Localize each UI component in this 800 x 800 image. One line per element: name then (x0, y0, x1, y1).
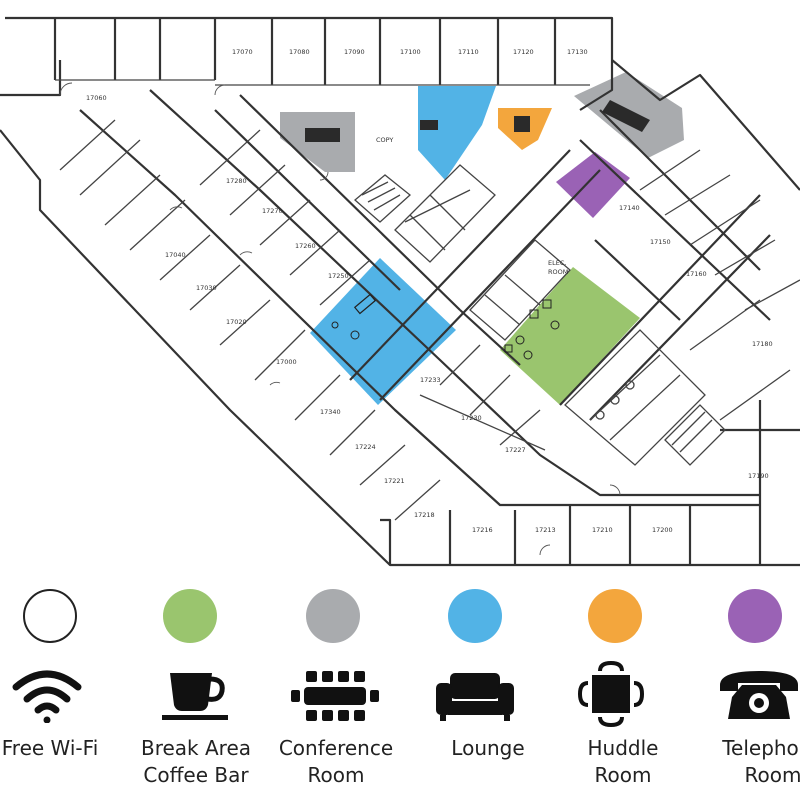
room-17213: 17213 (535, 526, 556, 534)
furniture (305, 100, 650, 360)
legend-label-telephone: Telephone Room (722, 736, 800, 787)
left-offices (59, 119, 441, 521)
floor-plan: 17070 17080 17090 17100 17110 17120 1713… (0, 16, 800, 567)
room-17020: 17020 (226, 318, 247, 326)
right-offices (639, 149, 800, 565)
elevator-core (354, 164, 571, 341)
room-17218: 17218 (414, 511, 435, 519)
room-17230: 17230 (461, 414, 482, 422)
room-17160: 17160 (686, 270, 707, 278)
legend-item-lounge[interactable]: Lounge (418, 585, 558, 800)
room-17233: 17233 (420, 376, 441, 384)
doors (59, 82, 621, 556)
wifi-icon (12, 670, 82, 723)
elec-room-label-2: ROOM (548, 268, 568, 276)
room-labels: 17070 17080 17090 17100 17110 17120 1713… (86, 48, 773, 534)
room-17190: 17190 (748, 472, 769, 480)
coffee-cup-icon (162, 673, 228, 720)
legend-label-lounge: Lounge (451, 736, 525, 760)
lounge-zone-top[interactable] (418, 86, 496, 180)
room-17000: 17000 (276, 358, 297, 366)
legend-item-huddle[interactable]: Huddle Room (560, 585, 700, 800)
room-17340: 17340 (320, 408, 341, 416)
room-17224: 17224 (355, 443, 376, 451)
bottom-offices (419, 344, 692, 565)
room-17140: 17140 (619, 204, 640, 212)
room-17110: 17110 (458, 48, 479, 56)
room-17260: 17260 (295, 242, 316, 250)
legend-item-wifi[interactable]: Free Wi-Fi (0, 585, 140, 800)
telephone-icon (720, 671, 798, 719)
wifi-swatch (23, 589, 77, 643)
legend-label-huddle: Huddle Room (587, 736, 659, 787)
room-17150: 17150 (650, 238, 671, 246)
break-area-swatch (163, 589, 217, 643)
lounge-zone[interactable] (310, 258, 456, 405)
room-17200: 17200 (652, 526, 673, 534)
sofa-icon (436, 673, 514, 721)
legend-item-telephone[interactable]: Telephone Room (700, 585, 800, 800)
conference-swatch (306, 589, 360, 643)
top-offices (53, 18, 590, 86)
room-17100: 17100 (400, 48, 421, 56)
room-17070: 17070 (232, 48, 253, 56)
room-17130: 17130 (567, 48, 588, 56)
telephone-swatch (728, 589, 782, 643)
huddle-swatch (588, 589, 642, 643)
room-17120: 17120 (513, 48, 534, 56)
huddle-table-icon (578, 661, 644, 727)
room-17040: 17040 (165, 251, 186, 259)
copy-label: COPY (376, 136, 393, 144)
room-17250: 17250 (328, 272, 349, 280)
legend-item-conference[interactable]: Conference Room (278, 585, 418, 800)
room-17216: 17216 (472, 526, 493, 534)
conference-table-icon (291, 671, 379, 721)
room-17227: 17227 (505, 446, 526, 454)
room-17280: 17280 (226, 177, 247, 185)
lounge-swatch (448, 589, 502, 643)
elec-room-label-1: ELEC. (548, 259, 566, 267)
room-17090: 17090 (344, 48, 365, 56)
room-17210: 17210 (592, 526, 613, 534)
legend: Free Wi-Fi Break Area Coffee Bar Confere… (0, 585, 800, 800)
room-17030: 17030 (196, 284, 217, 292)
legend-label-wifi: Free Wi-Fi (1, 736, 99, 760)
room-17080: 17080 (289, 48, 310, 56)
room-17221: 17221 (384, 477, 405, 485)
restrooms (564, 329, 726, 466)
room-17270: 17270 (262, 207, 283, 215)
room-17180: 17180 (752, 340, 773, 348)
legend-label-conference: Conference Room (278, 736, 394, 787)
break-area-zone[interactable] (500, 267, 640, 405)
room-17060: 17060 (86, 94, 107, 102)
legend-item-break-area[interactable]: Break Area Coffee Bar (138, 585, 278, 800)
legend-label-break-area: Break Area Coffee Bar (140, 736, 252, 787)
